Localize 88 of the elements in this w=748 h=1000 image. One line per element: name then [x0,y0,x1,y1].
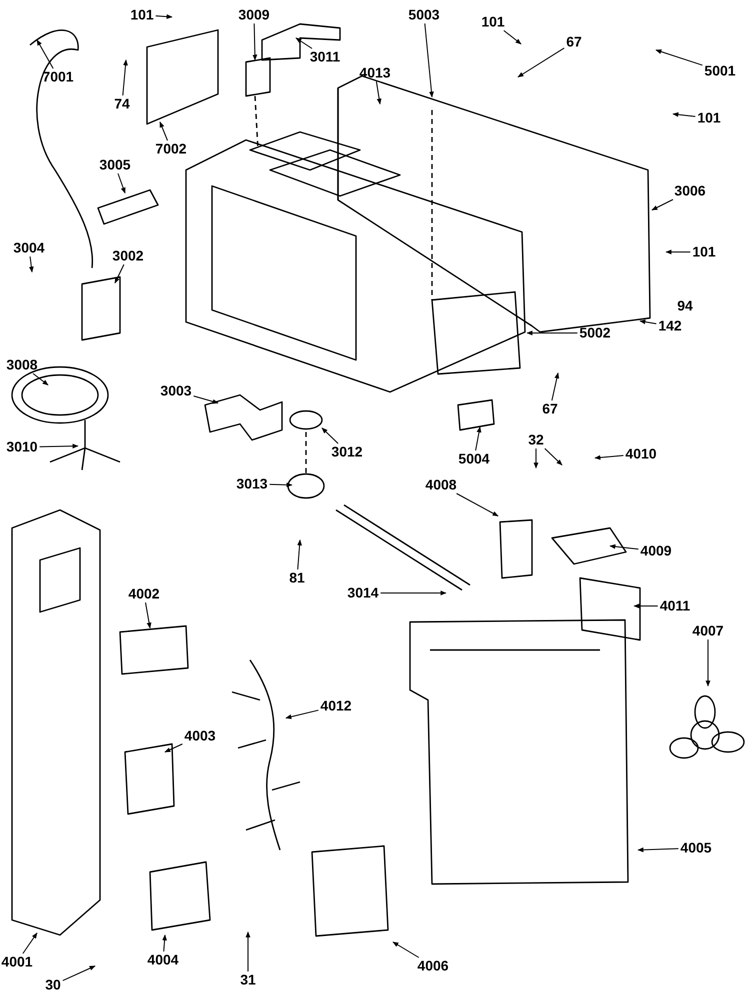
leader-line [22,932,38,954]
callout-number: 4002 [128,586,160,602]
leader-line [164,744,183,752]
leader-line [62,966,96,982]
callout-number: 7002 [155,142,187,156]
callout-number: 4005 [680,840,712,856]
callout-number: 4007 [692,624,724,638]
callout-number: 3012 [331,444,363,460]
callout-number: 4010 [625,446,657,462]
leader-line [322,428,339,444]
leader-line [456,493,499,516]
callout-number: 31 [240,972,256,988]
leader-line [269,482,293,488]
callout-number: 3005 [99,158,131,172]
callout-number: 5004 [458,452,490,466]
callout-number: 101 [697,110,721,126]
leader-line [162,934,167,952]
callout-number: 4008 [425,478,457,492]
callout-number: 4001 [1,954,33,970]
callout-number: 4013 [359,66,391,80]
callout-number: 4011 [660,598,690,614]
leader-line [145,602,152,629]
leader-line [28,256,34,273]
callout-number: 142 [658,318,682,334]
callout-number: 3014 [347,586,379,600]
callout-number: 3009 [238,8,270,22]
callout-number: 5002 [579,326,611,340]
leader-line [376,81,382,105]
leader-line [36,39,54,69]
leader-line [665,250,691,254]
callout-number: 67 [542,402,558,416]
callout-number: 3013 [236,476,268,492]
leader-line [32,373,48,386]
callout-number: 94 [677,298,693,314]
callout-number: 101 [130,8,154,22]
callout-number: 5001 [704,64,736,78]
callout-number: 32 [528,432,544,448]
leader-line [672,112,696,117]
leader-line [544,448,562,466]
leader-line [122,59,128,96]
callout-number: 4004 [147,952,179,968]
callout-number: 5003 [408,8,440,22]
callout-number: 3003 [160,384,192,398]
leader-line [651,199,674,210]
callout-number: 3004 [13,240,45,256]
callout-number: 3008 [6,358,38,372]
leader-line [380,590,447,596]
leader-line [285,710,319,720]
leader-line [526,330,578,336]
leader-line [609,544,639,550]
leader-line [155,14,173,20]
callout-number: 3011 [310,50,340,64]
callout-number: 4006 [417,958,449,974]
leader-line [706,639,710,687]
leader-line [297,539,302,570]
callout-number: 3010 [6,440,38,454]
leader-line [639,320,657,324]
callout-number: 30 [45,978,61,992]
callout-number: 3002 [112,248,144,264]
leader-line [246,931,250,972]
callout-number: 4003 [184,728,216,744]
leader-line [551,372,560,401]
callout-number: 4009 [640,544,672,558]
leader-line [392,942,420,958]
leader-line [633,604,658,608]
callout-number: 67 [566,34,582,50]
leader-line [424,23,434,98]
leader-line [39,444,79,448]
leader-line [118,173,126,194]
leader-line [160,121,168,141]
leader-line [655,49,703,66]
leader-line [114,264,124,284]
leader-line [475,426,482,451]
callout-number: 7001 [42,70,74,84]
leader-line [296,38,312,49]
leader-line [193,396,219,404]
callout-number: 101 [481,14,505,30]
leader-line [518,48,565,78]
callout-number: 81 [289,570,305,586]
callout-number: 74 [114,96,130,112]
callout-number: 4012 [320,698,352,714]
leader-line [594,455,624,460]
leader-line [503,30,522,44]
leader-line [637,847,679,852]
callout-number: 101 [692,244,716,260]
callout-number: 3006 [674,184,706,198]
leader-line [534,448,538,469]
leader-line [252,23,258,61]
